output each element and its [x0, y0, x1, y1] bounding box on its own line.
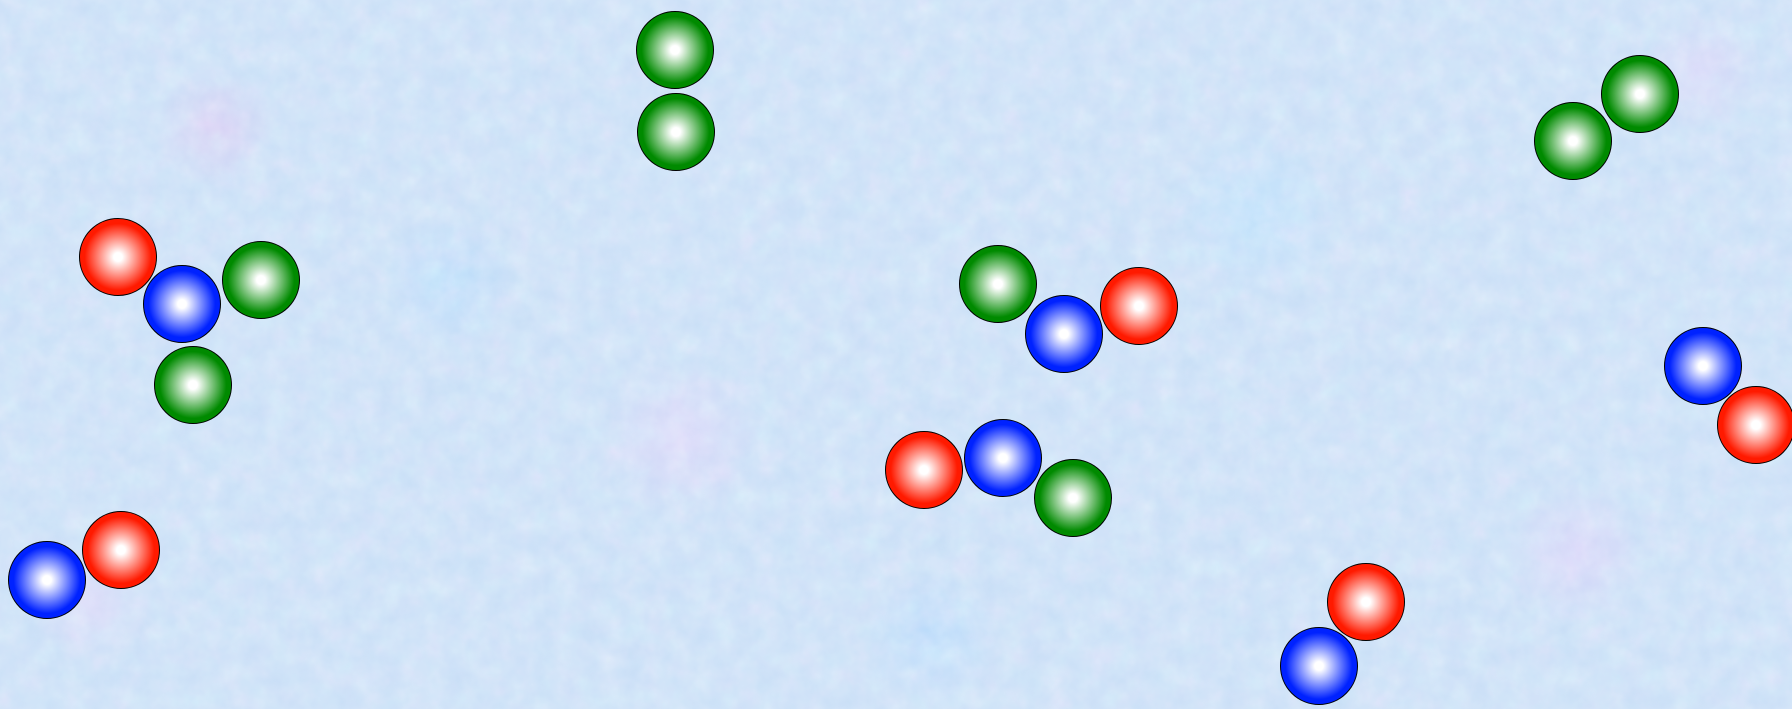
blue-atom[interactable]: [8, 541, 86, 619]
green-atom[interactable]: [1601, 55, 1679, 133]
green-atom[interactable]: [1034, 459, 1112, 537]
blue-atom[interactable]: [964, 419, 1042, 497]
red-atom[interactable]: [1717, 386, 1792, 464]
red-atom[interactable]: [79, 218, 157, 296]
green-atom[interactable]: [636, 11, 714, 89]
green-atom[interactable]: [959, 245, 1037, 323]
green-atom[interactable]: [1534, 102, 1612, 180]
green-atom[interactable]: [637, 93, 715, 171]
green-atom[interactable]: [154, 346, 232, 424]
red-atom[interactable]: [885, 431, 963, 509]
red-atom[interactable]: [1100, 267, 1178, 345]
red-atom[interactable]: [1327, 563, 1405, 641]
red-atom[interactable]: [82, 511, 160, 589]
blue-atom[interactable]: [1664, 327, 1742, 405]
blue-atom[interactable]: [1280, 627, 1358, 705]
blue-atom[interactable]: [1025, 295, 1103, 373]
green-atom[interactable]: [222, 241, 300, 319]
blue-atom[interactable]: [143, 265, 221, 343]
